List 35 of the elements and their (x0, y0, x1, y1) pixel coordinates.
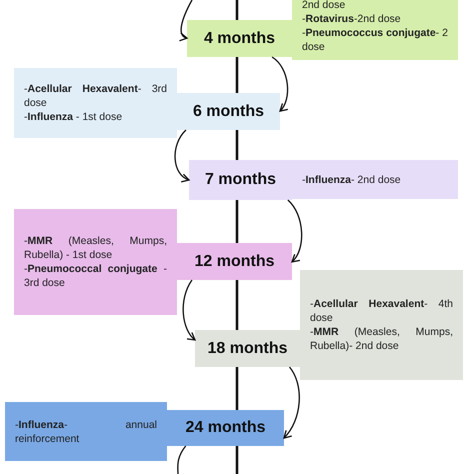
vaccine-text: -Rotavirus-2nd dose (302, 12, 402, 26)
curved-arrow (174, 130, 190, 182)
age-label: 18 months (207, 338, 288, 358)
vaccine-text: -MMR (Measles, Mumps, Rubella)- 2nd dose (310, 325, 453, 353)
age-box (195, 330, 300, 367)
vaccine-box (14, 209, 177, 315)
age-label: 24 months (185, 418, 266, 438)
curved-arrow (182, 280, 196, 341)
curved-arrow (283, 366, 300, 439)
vaccine-box (300, 270, 463, 380)
curved-arrow (178, 0, 193, 40)
age-box (189, 160, 292, 200)
vaccine-text: -Acellular Hexavalent- 3rd dose (24, 82, 167, 110)
curved-arrow (272, 56, 288, 112)
vaccine-text: -Influenza - 1st dose (24, 110, 124, 124)
vaccine-text: -Acellular Hexavalent- 4th dose (310, 297, 453, 325)
vaccine-text: -Influenza- annual reinforcement (15, 418, 157, 446)
age-label: 7 months (204, 170, 276, 190)
vaccine-box (5, 402, 167, 461)
age-box (167, 410, 284, 446)
vaccine-box (14, 68, 177, 138)
age-label: 4 months (204, 28, 276, 48)
vaccine-text: -MMR (Measles, Mumps, Rubella) - 1st dose (24, 234, 167, 262)
curved-arrow (287, 200, 302, 263)
age-box (177, 243, 292, 280)
age-label: 12 months (194, 252, 274, 272)
vaccine-text: -Influenza- 2nd dose (302, 172, 402, 186)
age-label: 6 months (192, 102, 264, 122)
vaccine-text: 2nd dose (302, 0, 346, 12)
vaccine-box (292, 160, 458, 199)
vaccine-text: -Pneumococcus conjugate- 2 dose (302, 26, 448, 54)
age-box (187, 20, 292, 57)
vaccine-box (292, 0, 458, 60)
vaccine-text: -Pneumococcal conjugate - 3rd dose (24, 262, 167, 290)
age-box (177, 93, 280, 130)
